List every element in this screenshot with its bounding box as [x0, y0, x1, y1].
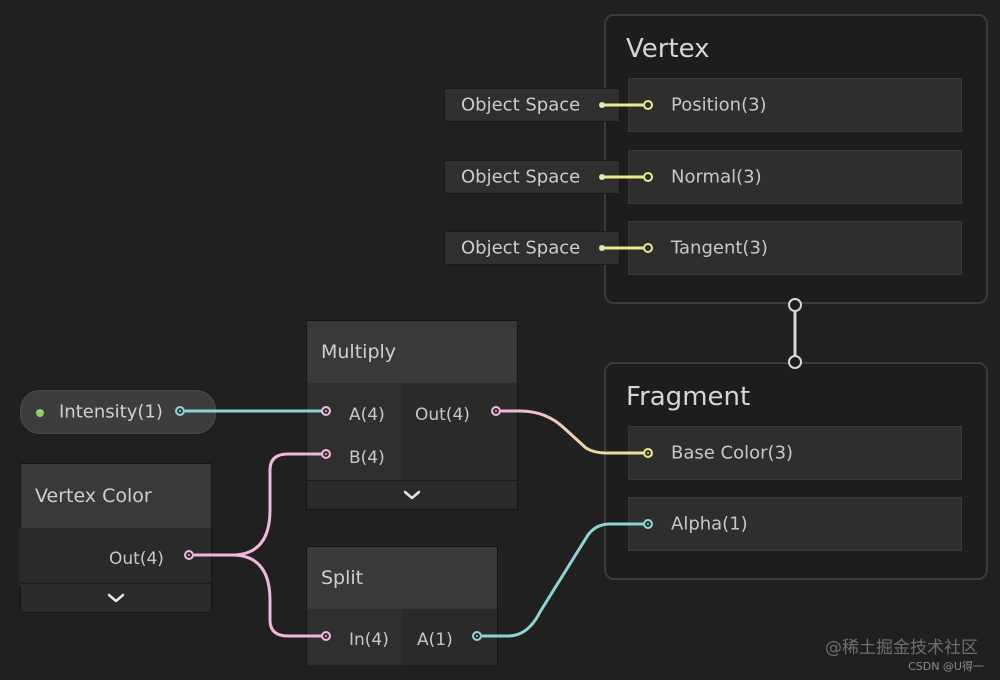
vertex-block-label: Normal(3) [671, 166, 762, 188]
split-input-label: In(4) [349, 630, 389, 650]
chevron-down-icon [403, 490, 421, 500]
fragment-block-label: Base Color(3) [671, 442, 794, 464]
intensity-property-node[interactable]: Intensity(1) [20, 390, 216, 434]
vertex-color-output-port[interactable] [184, 550, 194, 560]
intensity-property-label: Intensity(1) [59, 401, 163, 423]
multiply-output-label: Out(4) [415, 405, 470, 425]
multiply-collapse-button[interactable] [307, 480, 517, 509]
multiply-output-port[interactable] [491, 406, 501, 416]
object-space-field-position[interactable]: Object Space [444, 88, 620, 122]
split-node-header[interactable]: Split [307, 547, 497, 609]
object-space-label: Object Space [461, 94, 581, 116]
vertex-color-node-header[interactable]: Vertex Color [21, 464, 211, 528]
vertex-block-label: Tangent(3) [671, 237, 768, 259]
split-node[interactable]: Split In(4) A(1) [306, 546, 498, 665]
watermark-site: @稀土掘金技术社区 [825, 638, 978, 658]
multiply-node-title: Multiply [321, 341, 397, 363]
vertex-block-normal[interactable]: Normal(3) [628, 150, 962, 204]
object-space-label: Object Space [461, 237, 581, 259]
object-space-output-dot[interactable] [599, 102, 605, 108]
intensity-output-port[interactable] [175, 406, 185, 416]
vertex-color-collapse-button[interactable] [21, 583, 211, 612]
wire-vertex-color-to-split-in [194, 553, 322, 638]
vertex-color-node[interactable]: Vertex Color Out(4) [19, 463, 212, 613]
vertex-context-title: Vertex [626, 34, 710, 64]
multiply-input-b-port[interactable] [321, 449, 331, 459]
wire-vertex-color-to-multiply-b [194, 452, 322, 557]
split-node-title: Split [321, 567, 364, 589]
chevron-down-icon [107, 593, 125, 603]
vertex-stack-output-port[interactable] [788, 298, 802, 312]
vertex-color-node-title: Vertex Color [35, 485, 152, 507]
multiply-outputs: Out(4) [401, 383, 517, 483]
vertex-color-output-label: Out(4) [109, 549, 164, 569]
multiply-node[interactable]: Multiply A(4) B(4) Out(4) [306, 320, 518, 510]
fragment-stack-input-port[interactable] [788, 355, 802, 369]
fragment-block-label: Alpha(1) [671, 513, 748, 535]
split-input-port[interactable] [321, 631, 331, 641]
position-input-port[interactable] [643, 100, 653, 110]
vertex-block-tangent[interactable]: Tangent(3) [628, 221, 962, 275]
split-output-label: A(1) [417, 630, 453, 650]
alpha-input-port[interactable] [643, 519, 653, 529]
multiply-input-a-port[interactable] [321, 406, 331, 416]
property-indicator-dot [36, 409, 44, 417]
fragment-block-base-color[interactable]: Base Color(3) [628, 426, 962, 480]
base-color-input-port[interactable] [643, 448, 653, 458]
fragment-context-title: Fragment [626, 382, 751, 412]
multiply-node-header[interactable]: Multiply [307, 321, 517, 383]
object-space-field-tangent[interactable]: Object Space [444, 231, 620, 265]
object-space-output-dot[interactable] [599, 245, 605, 251]
multiply-inputs: A(4) B(4) [307, 383, 403, 483]
tangent-input-port[interactable] [643, 243, 653, 253]
vertex-block-label: Position(3) [671, 94, 767, 116]
fragment-block-alpha[interactable]: Alpha(1) [628, 497, 962, 551]
vertex-color-outputs: Out(4) [19, 528, 211, 586]
object-space-output-dot[interactable] [599, 174, 605, 180]
multiply-input-a-label: A(4) [349, 405, 385, 425]
split-outputs: A(1) [403, 609, 497, 665]
split-output-port[interactable] [472, 631, 482, 641]
object-space-label: Object Space [461, 166, 581, 188]
watermark-author: CSDN @U得一 [908, 660, 984, 673]
object-space-field-normal[interactable]: Object Space [444, 160, 620, 194]
normal-input-port[interactable] [643, 172, 653, 182]
multiply-input-b-label: B(4) [349, 448, 385, 468]
vertex-block-position[interactable]: Position(3) [628, 78, 962, 132]
